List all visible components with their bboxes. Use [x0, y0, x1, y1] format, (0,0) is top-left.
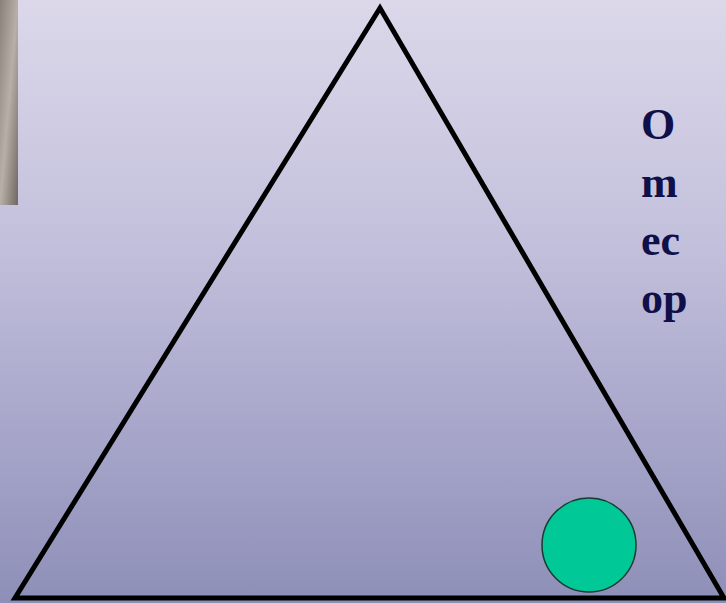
slide-text: m — [641, 158, 678, 208]
photo-corner — [0, 0, 18, 205]
slide-text: O — [641, 100, 675, 150]
green-circle — [542, 498, 636, 592]
triangle-outline — [15, 8, 724, 598]
slide-text: ec — [641, 216, 680, 266]
slide-text: op — [641, 274, 687, 324]
